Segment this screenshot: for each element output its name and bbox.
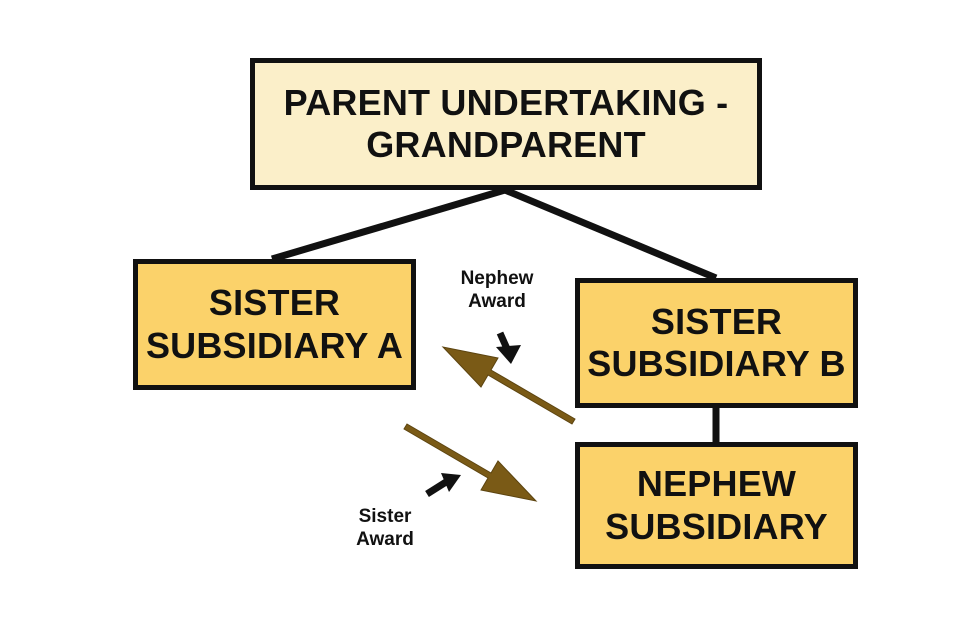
connector-parent-to-sister-b [503, 186, 718, 282]
sister-b-box-line2: SUBSIDIARY B [587, 343, 846, 384]
nephew-box-line1: NEPHEW [636, 463, 797, 505]
sister-award-label: Sister Award [348, 505, 422, 551]
nephew-subsidiary-box: NEPHEW SUBSIDIARY [575, 442, 858, 569]
pointer-arrow-sister-award [425, 473, 461, 497]
sister-award-label-line2: Award [356, 529, 414, 551]
sister-a-box-line1: SISTER [208, 282, 341, 324]
sister-subsidiary-a-box: SISTER SUBSIDIARY A [133, 259, 416, 390]
sister-b-box-line1: SISTER [650, 300, 783, 342]
pointer-arrow-nephew-award [496, 331, 521, 364]
parent-undertaking-box: PARENT UNDERTAKING - GRANDPARENT [250, 58, 762, 190]
nephew-box-line2: SUBSIDIARY [605, 505, 828, 547]
parent-box-line1: PARENT UNDERTAKING - [283, 81, 729, 123]
nephew-award-label-line1: Nephew [460, 268, 534, 289]
nephew-award-label-line2: Award [468, 291, 526, 313]
nephew-award-label: Nephew Award [455, 267, 539, 313]
sister-a-box-line2: SUBSIDIARY A [145, 324, 404, 366]
sister-subsidiary-b-box: SISTER SUBSIDIARY B [575, 278, 858, 408]
parent-box-line2: GRANDPARENT [366, 124, 646, 165]
sister-award-label-line1: Sister [358, 506, 412, 527]
nephew-award-arrow [441, 346, 576, 425]
connector-parent-to-sister-a [271, 186, 506, 263]
sister-award-arrow [403, 423, 538, 502]
